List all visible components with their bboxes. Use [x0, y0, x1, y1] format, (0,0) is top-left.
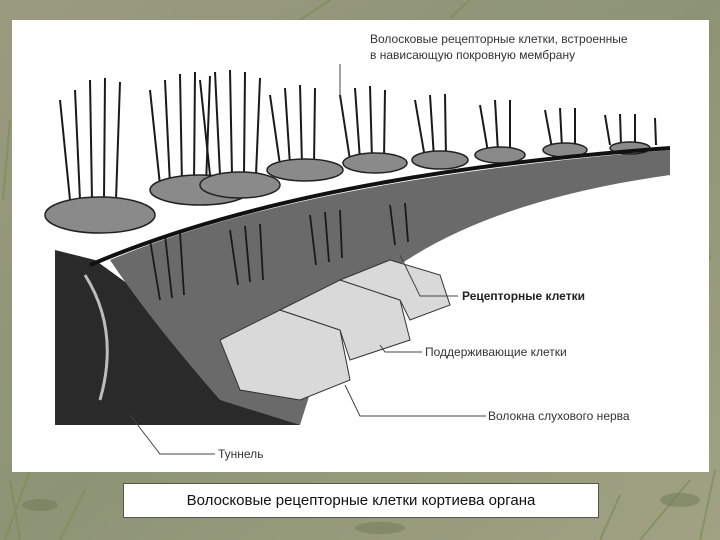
hair-bundle	[544, 107, 576, 149]
caption-text: Волосковые рецепторные клетки кортиева о…	[186, 492, 536, 509]
hair-bundle	[479, 99, 511, 153]
hair-bundle	[149, 71, 211, 186]
leader-line-receptor-cells	[399, 254, 458, 297]
hair-bundle	[269, 84, 316, 166]
leader-lines	[129, 64, 486, 455]
hair-bundle	[339, 85, 386, 161]
label-nerve-fibers: Волокна слухового нерва	[488, 409, 630, 423]
hair-bundles	[59, 69, 657, 201]
label-tunnel: Туннель	[218, 447, 264, 461]
receptor-cell-row	[219, 259, 451, 401]
hair-bundle	[199, 69, 261, 176]
tectorial-membrane-edge	[89, 146, 671, 267]
label-hair-cells-membrane-line1: Волосковые рецепторные клетки, встроенны…	[370, 32, 628, 46]
leader-line-tunnel	[129, 414, 215, 455]
hair-bundle	[59, 77, 121, 201]
label-hair-cells-membrane-line2: в нависающую покровную мембрану	[370, 48, 576, 62]
hair-bundle	[414, 93, 447, 159]
tunnel-outline	[83, 274, 109, 401]
hair-bundle	[604, 113, 657, 146]
leader-line-supporting-cells	[379, 344, 422, 353]
lower-hair-rows	[149, 202, 409, 301]
cell-cups	[44, 141, 651, 234]
label-supporting-cells: Поддерживающие клетки	[425, 345, 567, 359]
label-receptor-cells: Рецепторные клетки	[462, 289, 585, 303]
caption-box: Волосковые рецепторные клетки кортиева о…	[123, 483, 599, 518]
leader-line-nerve-fibers	[344, 384, 486, 417]
